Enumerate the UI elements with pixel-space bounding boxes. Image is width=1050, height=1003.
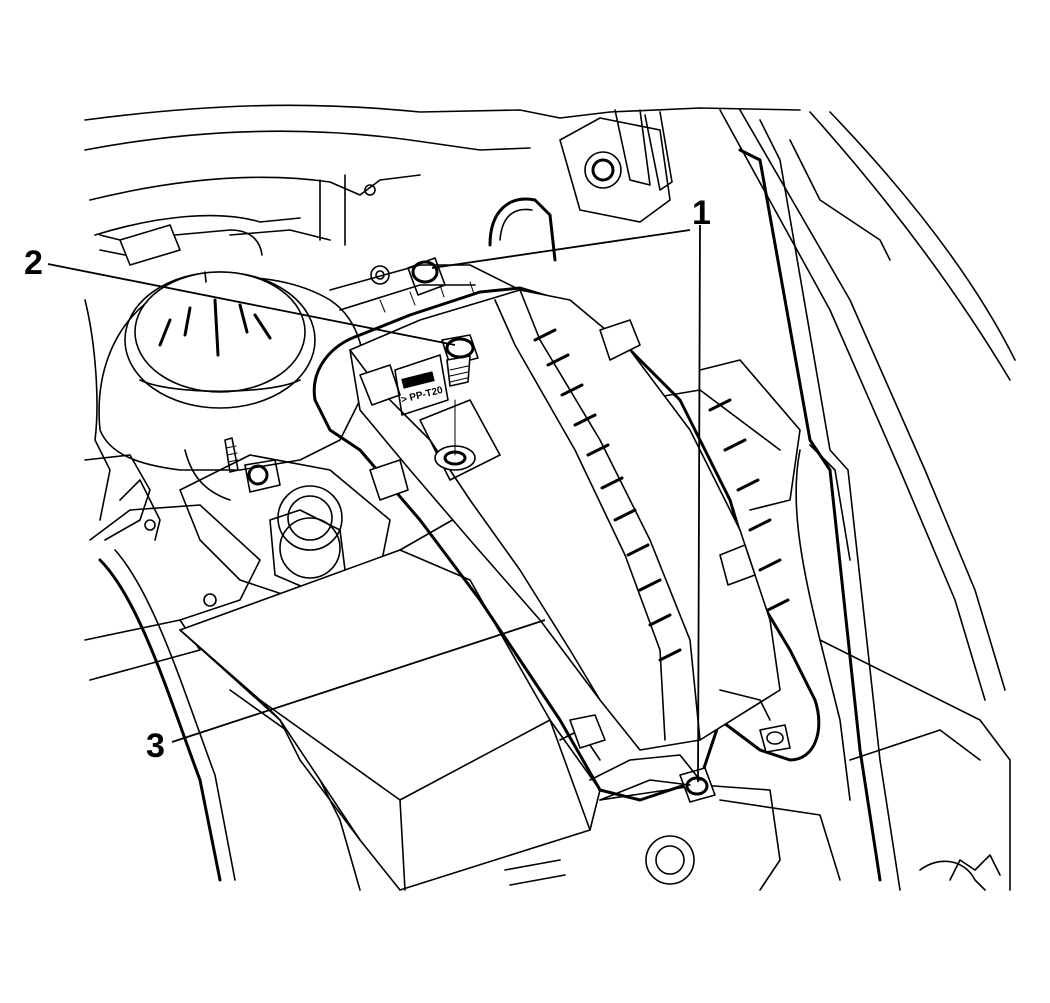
callout-leaders <box>47 224 701 783</box>
wiring-connector <box>99 224 331 266</box>
mounting-bolt <box>441 334 479 387</box>
air-cleaner-housing: > PP-T20 <box>312 197 821 803</box>
battery-cover <box>179 499 601 891</box>
callout-1-label: 1 <box>692 194 711 232</box>
leader-1-lower <box>697 224 701 783</box>
leader-2 <box>47 263 456 346</box>
leader-3 <box>171 619 546 743</box>
background-structure <box>84 104 1016 891</box>
leader-1-upper <box>431 229 691 269</box>
fluid-reservoir <box>98 271 365 501</box>
callout-labels: 1 2 3 <box>24 194 711 765</box>
callout-3-label: 3 <box>146 727 165 765</box>
callout-2-label: 2 <box>24 244 43 282</box>
